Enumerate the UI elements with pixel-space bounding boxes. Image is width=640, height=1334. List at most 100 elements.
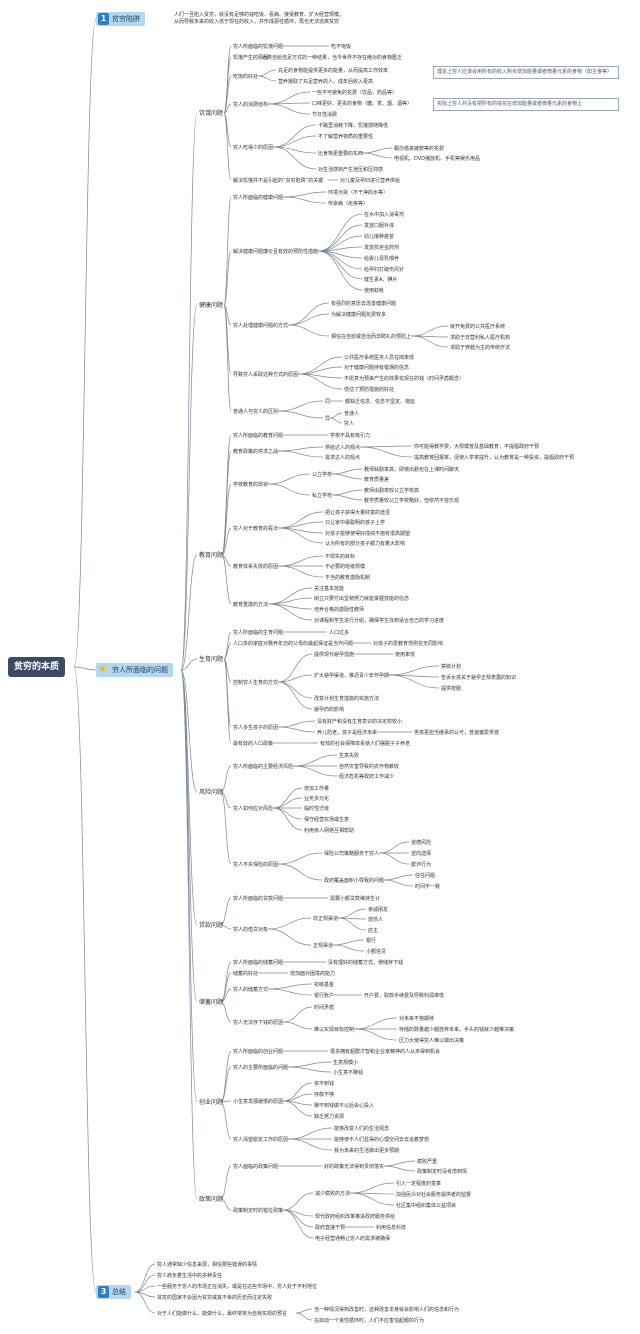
map-node: 求助于非营利私人医疗机构 <box>450 335 511 341</box>
map-node: 经济危机等政府工作减少 <box>339 774 395 780</box>
map-node: 对未来不抱期待 <box>399 1016 435 1022</box>
map-node: 政策制定时的错位政策 <box>233 1208 284 1214</box>
map-node: 提供现代避孕措施 <box>314 652 355 658</box>
map-node: 放债人 <box>368 917 384 923</box>
map-node: 欺诈行为 <box>411 862 432 868</box>
map-node: 存款不够 <box>314 1092 335 1098</box>
theme-node[interactable]: 创业问题 <box>199 1099 224 1106</box>
theme-node[interactable]: 贷款问题 <box>199 922 224 929</box>
map-node: 没有财产和没有生育意识的决定权较小 <box>317 719 403 725</box>
root-label: 贫穷的本质 <box>14 662 60 672</box>
map-node: 需求达人的观点 <box>325 455 361 461</box>
map-node: 利用亲人网络互相帮助 <box>304 828 355 834</box>
map-node: 都缺乏信息、信念不坚定、拖延 <box>345 399 416 405</box>
section-number: 3 <box>98 1286 109 1298</box>
map-node: 在水中加入消毒剂 <box>364 212 405 218</box>
map-node: 穷人的储蓄方式 <box>233 987 269 993</box>
map-node: 节日性消费 <box>312 112 338 118</box>
map-node: 比食物更重要的东西 <box>318 151 364 157</box>
map-node: 社区集中组织集体公益项目 <box>396 1203 457 1209</box>
main-node-summary[interactable]: 3 总结 <box>96 1285 131 1299</box>
map-node: 有效的社会保障体系使人们摆脱子子养老 <box>320 741 411 747</box>
map-node: 培养合格的激励性教师 <box>314 607 365 613</box>
map-node: 穷人如何应对风险 <box>233 806 274 812</box>
map-node: 卡路里消耗下降，饥饿感随降低 <box>318 123 389 129</box>
map-node: 学校不具有吸引力 <box>330 433 371 439</box>
map-node: 同 <box>325 399 331 405</box>
map-node: 传染病（疟疾等） <box>328 201 369 207</box>
theme-node[interactable]: 生育问题 <box>199 656 224 663</box>
map-node: 政府直接干预 <box>315 1225 346 1231</box>
map-node: 对课程和学生进行分组，确保学生找到适合自己的学习进度 <box>314 618 445 624</box>
map-node: 我为未来的生活做出更多预期 <box>334 1148 400 1154</box>
map-node: 给孕妇打破伤风针 <box>364 267 405 273</box>
map-node: 私立学校 <box>312 493 333 499</box>
map-node: 穷人所面临的储蓄问题 <box>233 960 284 966</box>
map-node: 亲戚朋友 <box>368 907 389 913</box>
map-node: 电视机、DVD播放机、手机等娱乐用品 <box>394 156 481 162</box>
theme-node[interactable]: 政策问题 <box>199 1196 224 1203</box>
map-node: 普通人 <box>344 411 360 417</box>
map-node: 公共医疗系统医务人员在岗率低 <box>344 355 415 361</box>
map-node: 跟办婚丧嫁娶等的花费 <box>394 146 445 152</box>
map-node: 自然灾害导致的农作物歉收 <box>339 764 400 770</box>
theme-node[interactable]: 风险问题 <box>199 789 224 796</box>
map-node: 提供校服 <box>441 686 462 692</box>
map-node: 穷人所面临的贷款问题 <box>233 896 284 902</box>
theme-node[interactable]: 饥饿问题 <box>199 110 224 117</box>
map-node: 人口过多 <box>329 630 350 636</box>
map-node: 饥饿产生的原因 <box>233 55 269 61</box>
map-node: 不了解营养物质的重要性 <box>318 134 374 140</box>
map-node: 对孩子能够使得好成绩不抱有很高期望 <box>325 531 411 537</box>
map-node: 树立只要付出坚韧努力就能掌握技能的信念 <box>314 596 410 602</box>
map-node: 教育体系失败的原因 <box>233 564 279 570</box>
map-node: 扩大避孕渠道，推迟青少年怀孕期 <box>314 673 390 679</box>
summary-item: 一些服务于穷人的市场正在消失，或是在这些市场中，穷人处于不利地位 <box>157 1284 318 1290</box>
theme-node[interactable]: 健康问题 <box>199 302 224 309</box>
summary-item: 当一种情况得到改善时，这种改善本身就会影响人们的信念和行为 <box>314 1307 460 1313</box>
map-node: 时间矛盾 <box>314 1005 335 1011</box>
summary-item: 在启动一个良性循环时，人们不应害怕起眼的行为 <box>314 1318 425 1324</box>
map-node: 逆向选择 <box>411 851 432 857</box>
map-node: 能够改变人们的生活观念 <box>334 1126 390 1132</box>
map-node: 政策制定时没考虑到情 <box>417 1169 468 1175</box>
map-node: 穷人 <box>344 421 355 427</box>
main-node-problems[interactable]: ★ 穷人所面临的问题 <box>96 663 173 677</box>
map-node: 生意失败 <box>339 753 360 759</box>
map-node: 为解决健康问题花费较多 <box>331 312 387 318</box>
map-node: 禁欲计划 <box>441 664 462 670</box>
map-node: 控制穷人生育的方式 <box>233 680 279 686</box>
map-node: 穷人渴望稳定工作的原因 <box>233 1137 289 1143</box>
map-node: 避孕药的影响 <box>314 707 345 713</box>
map-node: 使用蚊帐 <box>364 288 385 294</box>
map-node: 银行 <box>366 938 377 944</box>
map-node: 业务多元化 <box>304 796 330 802</box>
map-node: 最有效的人口政策 <box>233 741 274 747</box>
map-node: 口味更好、更贵的食物（糖、茶、烟、酒等） <box>312 101 413 107</box>
root-node[interactable]: 贫穷的本质 <box>8 657 66 677</box>
map-node: 穷人无法存下钱的原因 <box>233 1020 284 1026</box>
map-node: 相信在自愈或自治而非聘礼的预防上 <box>331 334 412 340</box>
map-node: 开户费，取款手续费及导致利润率低 <box>364 993 445 999</box>
map-node: 对生活感到产生泄压和压抑感 <box>318 167 384 173</box>
map-node: 穷人的借贷对象 <box>233 927 269 933</box>
map-node: 不现实的目标 <box>325 554 356 560</box>
theme-node[interactable]: 教育问题 <box>199 552 224 559</box>
theme-node[interactable]: 储蓄问题 <box>199 999 224 1006</box>
map-node: 低估了预防措施的好处 <box>344 387 395 393</box>
map-node: 初级基金 <box>314 982 335 988</box>
map-node: 穷人所面临的生育问题 <box>233 630 284 636</box>
map-node: 教学质量较公立学校略好，但依然不容乐观 <box>364 498 460 504</box>
map-node: 使用率低 <box>395 652 416 658</box>
map-node: 吃不饱饭 <box>331 44 352 50</box>
map-node: 营养摄取了充足营养的人，成年后收入更高 <box>278 79 374 85</box>
map-node: 穷人的主要所面临的问题 <box>233 1065 289 1071</box>
map-node: 缺乏努力资源 <box>314 1114 345 1120</box>
note-theory: 理论上穷人应该会用所有的收入购买增加能量或者微量元素的食物（如主食等） <box>433 66 619 79</box>
map-node: 教育质量差 <box>364 477 390 483</box>
map-node: 充足的食物能提供更多的能量，从而提高工作效率 <box>278 68 389 74</box>
main-node-poverty-trap[interactable]: 1 贫穷陷阱 <box>96 12 145 26</box>
map-node: 加强民众对社会服务提供者的监督 <box>396 1192 472 1198</box>
map-node: 好的政策无法得到贯彻落实 <box>324 1164 385 1170</box>
